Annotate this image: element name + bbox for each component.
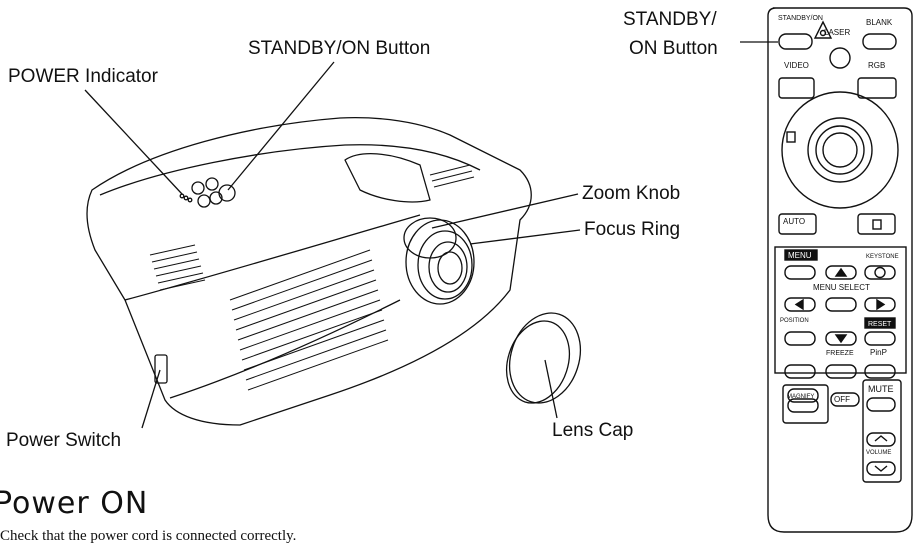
remote-off-text: OFF (834, 395, 850, 404)
remote-menu-select-text: MENU SELECT (813, 283, 870, 292)
remote-standby-label-line1: STANDBY/ (623, 9, 717, 30)
remote-control (767, 7, 913, 533)
remote-auto-button (778, 213, 817, 235)
lens-cap (509, 312, 581, 404)
remote-auto-text: AUTO (783, 217, 805, 226)
power-switch-label: Power Switch (6, 430, 122, 451)
focus-ring-label: Focus Ring (584, 219, 681, 240)
lens-cap-label: Lens Cap (552, 420, 634, 441)
remote-blank-text: BLANK (866, 18, 893, 27)
section-heading: Power ON (0, 486, 149, 521)
remote-standby-on-text: STANDBY/ON (778, 15, 823, 22)
projector-body (86, 117, 532, 426)
remote-mute-text: MUTE (868, 384, 894, 394)
remote-menu-text: MENU (788, 251, 812, 260)
remote-keystone-text: KEYSTONE (866, 254, 899, 260)
remote-pinp-text: PinP (870, 348, 887, 357)
remote-freeze-text: FREEZE (826, 350, 854, 357)
standby-on-button-label: STANDBY/ON Button (248, 38, 431, 59)
remote-video-text: VIDEO (784, 61, 809, 70)
focus-ring (405, 219, 475, 305)
remote-position-text: POSITION (780, 318, 809, 324)
remote-rgb-text: RGB (868, 61, 885, 70)
remote-standby-button (778, 33, 813, 50)
remote-magnify-text: MAGNIFY (787, 394, 814, 400)
power-indicator (179, 193, 185, 199)
remote-standby-label-line2: ON Button (629, 38, 718, 59)
power-switch (154, 354, 168, 384)
remote-laser-button (829, 47, 851, 69)
zoom-knob-label: Zoom Knob (582, 183, 681, 204)
remote-laser-text: LASER (824, 28, 850, 37)
power-indicator-label: POWER Indicator (8, 66, 158, 87)
lens (417, 230, 473, 300)
remote-volume-text: VOLUME (866, 450, 891, 456)
remote-reset-text: RESET (868, 321, 892, 328)
